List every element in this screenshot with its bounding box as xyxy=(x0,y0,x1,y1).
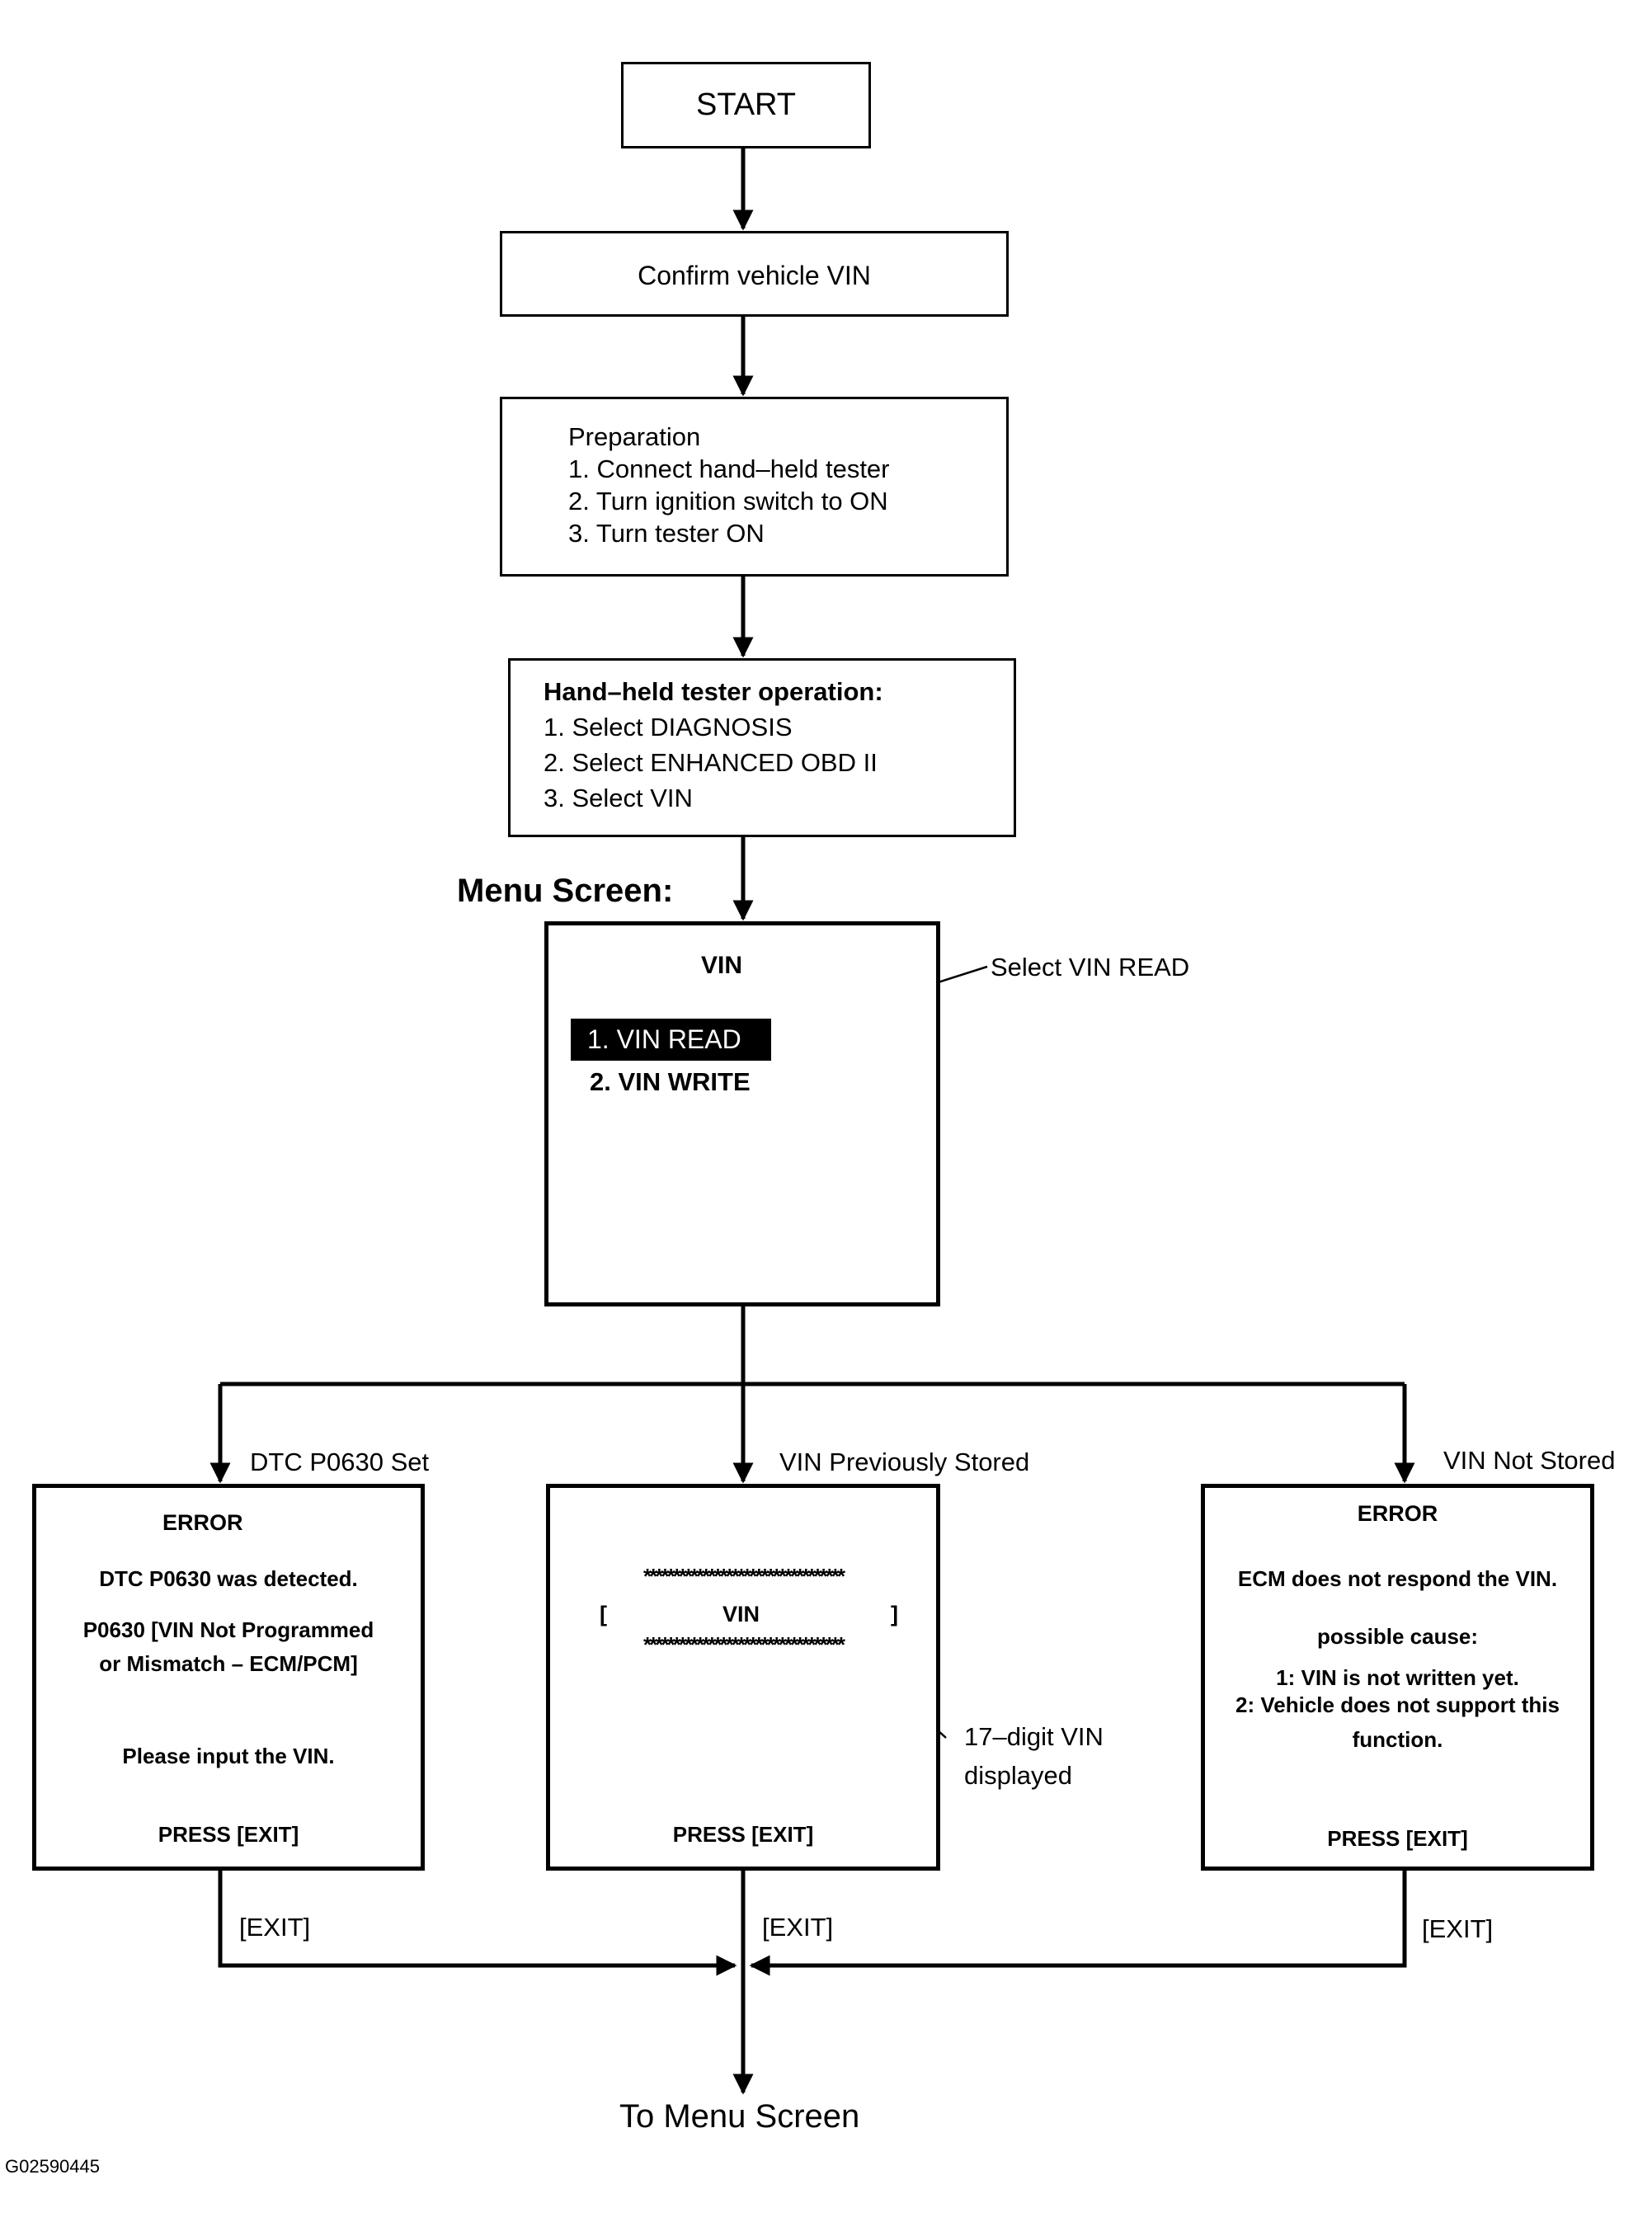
tester-operation-box: Hand–held tester operation: 1. Select DI… xyxy=(508,658,1016,837)
menu-screen-label: Menu Screen: xyxy=(457,873,674,909)
preparation-step: 1. Connect hand–held tester xyxy=(568,454,890,483)
exit-line-left xyxy=(218,1871,737,1976)
press-exit-text: PRESS [EXIT] xyxy=(1327,1826,1468,1851)
confirm-vin-box: Confirm vehicle VIN xyxy=(500,231,1009,317)
operation-step: 1. Select DIAGNOSIS xyxy=(544,713,793,741)
menu-item-vin-read[interactable]: 1. VIN READ xyxy=(571,1019,771,1061)
exit-label-left: [EXIT] xyxy=(239,1913,311,1942)
preparation-box: Preparation 1. Connect hand–held tester … xyxy=(500,397,1009,577)
vin-read-callout: Select VIN READ xyxy=(991,953,1190,982)
exit-label-middle: [EXIT] xyxy=(762,1913,834,1942)
dtc-description-text: P0630 [VIN Not Programmed xyxy=(82,1617,374,1642)
vin-callout-line1: 17–digit VIN xyxy=(964,1722,1104,1751)
menu-screen-title: VIN xyxy=(701,952,743,979)
menu-item-vin-write[interactable]: 2. VIN WRITE xyxy=(590,1067,751,1096)
cause-item: 1: VIN is not written yet. xyxy=(1276,1665,1519,1690)
press-exit-text: PRESS [EXIT] xyxy=(672,1822,814,1847)
bracket-close: ] xyxy=(891,1602,898,1626)
possible-cause-label: possible cause: xyxy=(1316,1624,1479,1649)
preparation-step: 2. Turn ignition switch to ON xyxy=(568,487,888,515)
stars-bottom: ********************************** xyxy=(642,1632,845,1657)
stars-top: ********************************** xyxy=(642,1564,845,1589)
dtc-detected-text: DTC P0630 was detected. xyxy=(99,1566,358,1591)
no-response-text: ECM does not respond the VIN. xyxy=(1237,1566,1558,1591)
operation-title: Hand–held tester operation: xyxy=(544,677,883,706)
exit-label-right: [EXIT] xyxy=(1422,1914,1494,1943)
branch-label-right: VIN Not Stored xyxy=(1443,1446,1616,1475)
operation-step: 2. Select ENHANCED OBD II xyxy=(544,748,878,777)
start-label: START xyxy=(695,87,797,122)
start-box: START xyxy=(621,62,871,148)
vin-value: VIN xyxy=(722,1602,760,1626)
error-title: ERROR xyxy=(1357,1501,1438,1526)
preparation-step: 3. Turn tester ON xyxy=(568,519,765,548)
to-menu-screen-label: To Menu Screen xyxy=(619,2098,860,2135)
cause-item: 2: Vehicle does not support this xyxy=(1235,1692,1560,1717)
menu-screen: VIN 1. VIN READ 2. VIN WRITE xyxy=(544,921,940,1306)
bracket-open: [ xyxy=(600,1602,607,1626)
vin-stored-screen: ********************************** [ VIN… xyxy=(546,1484,940,1871)
confirm-vin-label: Confirm vehicle VIN xyxy=(638,261,871,290)
input-vin-text: Please input the VIN. xyxy=(122,1744,335,1768)
branch-label-left: DTC P0630 Set xyxy=(250,1448,430,1476)
cause-item: function. xyxy=(1352,1727,1443,1752)
vin-callout-line2: displayed xyxy=(964,1761,1072,1790)
operation-step: 3. Select VIN xyxy=(544,784,693,812)
figure-code: G02590445 xyxy=(5,2156,100,2177)
error-title: ERROR xyxy=(162,1510,243,1535)
press-exit-text: PRESS [EXIT] xyxy=(158,1822,299,1847)
exit-line-right xyxy=(749,1871,1407,1976)
dtc-description-text: or Mismatch – ECM/PCM] xyxy=(99,1651,358,1676)
error-screen-no-response: ERROR ECM does not respond the VIN. poss… xyxy=(1201,1484,1594,1871)
error-screen-dtc: ERROR DTC P0630 was detected. P0630 [VIN… xyxy=(32,1484,425,1871)
branch-label-middle: VIN Previously Stored xyxy=(779,1448,1030,1476)
preparation-title: Preparation xyxy=(568,422,701,451)
